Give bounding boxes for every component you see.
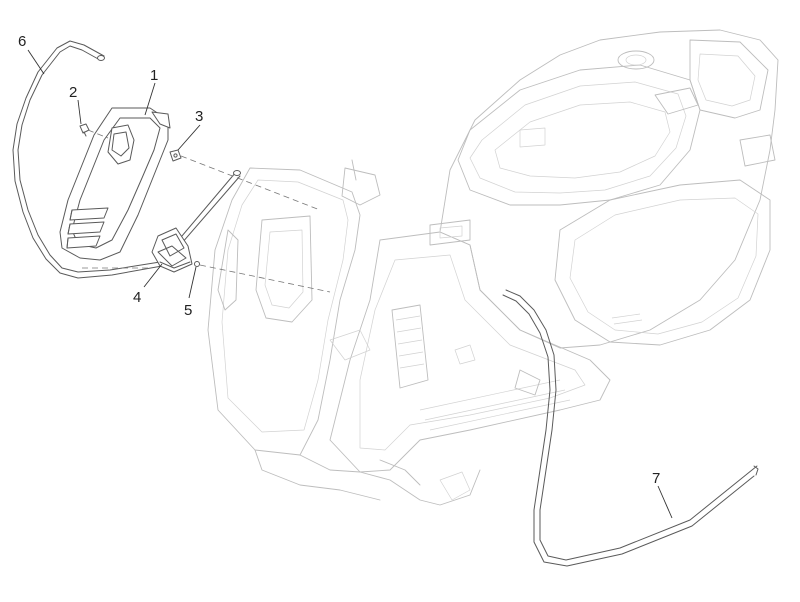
callout-label-6: 6 — [18, 33, 26, 50]
assembly-guide-lines — [82, 129, 331, 293]
part-7-side-trim-strip — [502, 289, 759, 567]
callout-6: 6 — [18, 33, 45, 75]
callout-5: 5 — [184, 266, 197, 319]
callout-7: 7 — [652, 470, 673, 519]
callout-3: 3 — [177, 108, 203, 151]
callout-label-5: 5 — [184, 302, 192, 319]
part-2-screw — [79, 123, 90, 137]
callout-label-7: 7 — [652, 470, 660, 487]
callout-label-1: 1 — [150, 67, 158, 84]
callout-1: 1 — [144, 67, 158, 116]
callout-2: 2 — [69, 84, 82, 125]
callout-label-4: 4 — [133, 289, 141, 306]
callout-label-3: 3 — [195, 108, 203, 125]
scooter-body-ghost — [207, 29, 779, 506]
callout-label-2: 2 — [69, 84, 77, 101]
part-4-emblem-holder — [151, 227, 193, 273]
part-1-horn-cover — [59, 107, 171, 261]
callout-4: 4 — [133, 263, 163, 306]
part-3-clip-nut — [169, 149, 182, 162]
part-5-small-screw — [194, 261, 200, 267]
part-6-shield-trim-strip — [12, 40, 241, 279]
